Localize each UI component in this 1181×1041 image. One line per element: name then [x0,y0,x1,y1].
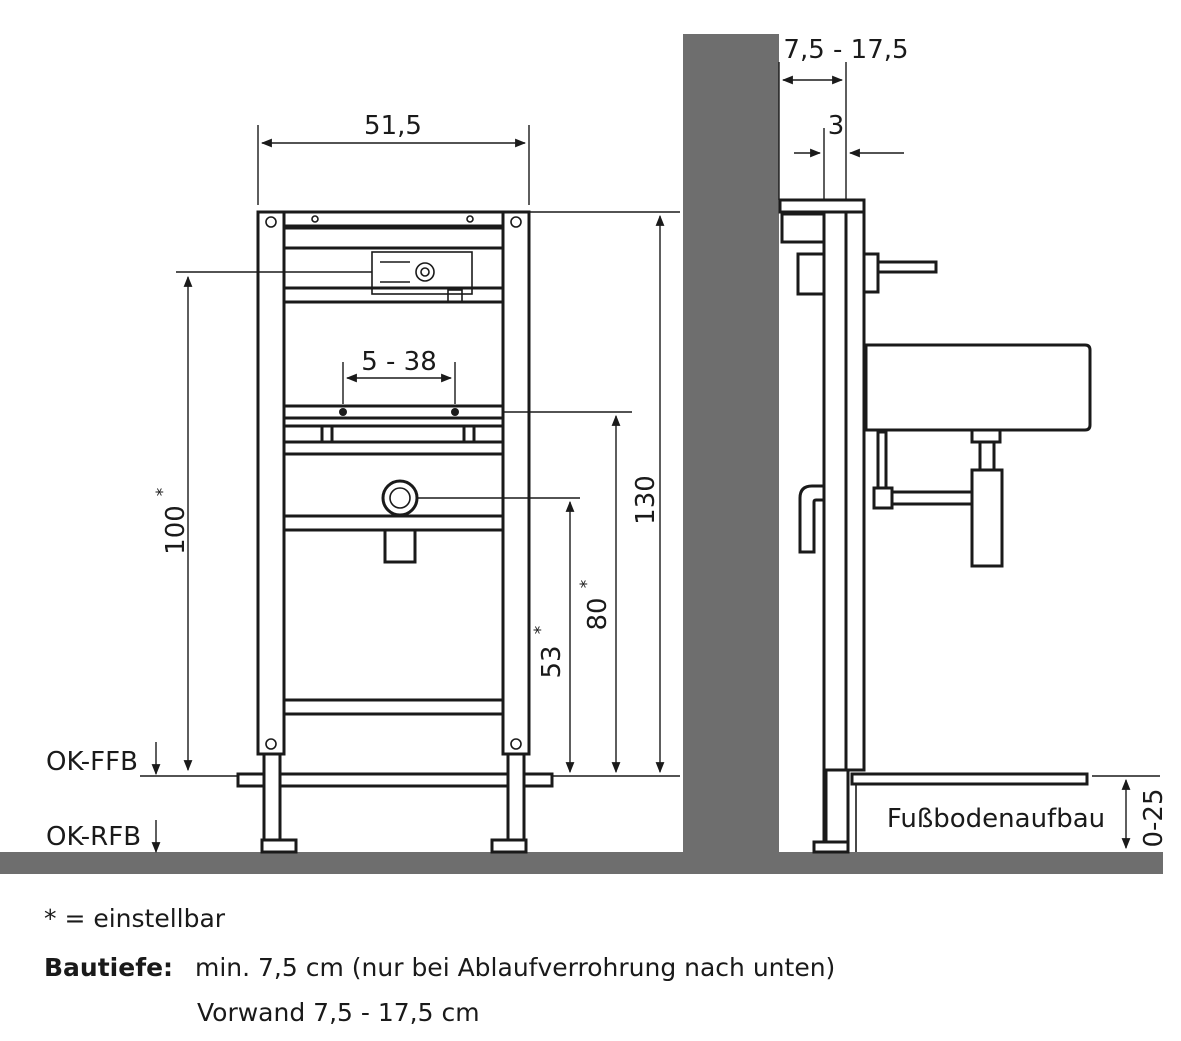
dim-supply-height: 100 [161,505,191,555]
depth-line2: Vorwand 7,5 - 17,5 cm [197,998,480,1027]
dim-drain-asterisk: * [531,626,551,635]
front-dimensions [140,125,680,854]
dim-floor-buildup: 0-25 [1139,788,1169,847]
wall [683,34,779,874]
valve-block-icon [371,251,473,295]
asterisk-note: * = einstellbar [44,904,226,933]
dim-total-height: 130 [631,475,661,525]
depth-note: Bautiefe: min. 7,5 cm (nur bei Ablaufver… [44,953,835,982]
label-ok-rfb: OK-RFB [46,822,141,852]
depth-label: Bautiefe: [44,953,174,982]
depth-line1: min. 7,5 cm (nur bei Ablaufverrohrung na… [194,953,836,982]
label-floor-buildup: Fußbodenaufbau [887,804,1105,834]
label-ok-ffb: OK-FFB [46,747,138,777]
washbasin-icon [864,343,1092,432]
dim-bracket-spacing: 5 - 38 [361,347,437,377]
dim-drain-height: 53 [537,645,567,678]
dim-bracket-height: 80 [583,597,613,630]
drain-pipe-icon [381,479,419,517]
dim-panel-thickness: 3 [828,111,845,141]
drain-elbow-icon [798,484,826,554]
dim-supply-asterisk: * [153,488,173,497]
front-frame [236,210,554,854]
dim-width: 51,5 [364,111,422,141]
dim-wall-depth: 7,5 - 17,5 [783,35,908,65]
dim-bracket-asterisk: * [577,580,597,589]
floor-slab [0,852,1163,874]
side-view [778,198,1092,854]
foot-plate [236,772,554,788]
side-dimensions [778,62,1160,850]
